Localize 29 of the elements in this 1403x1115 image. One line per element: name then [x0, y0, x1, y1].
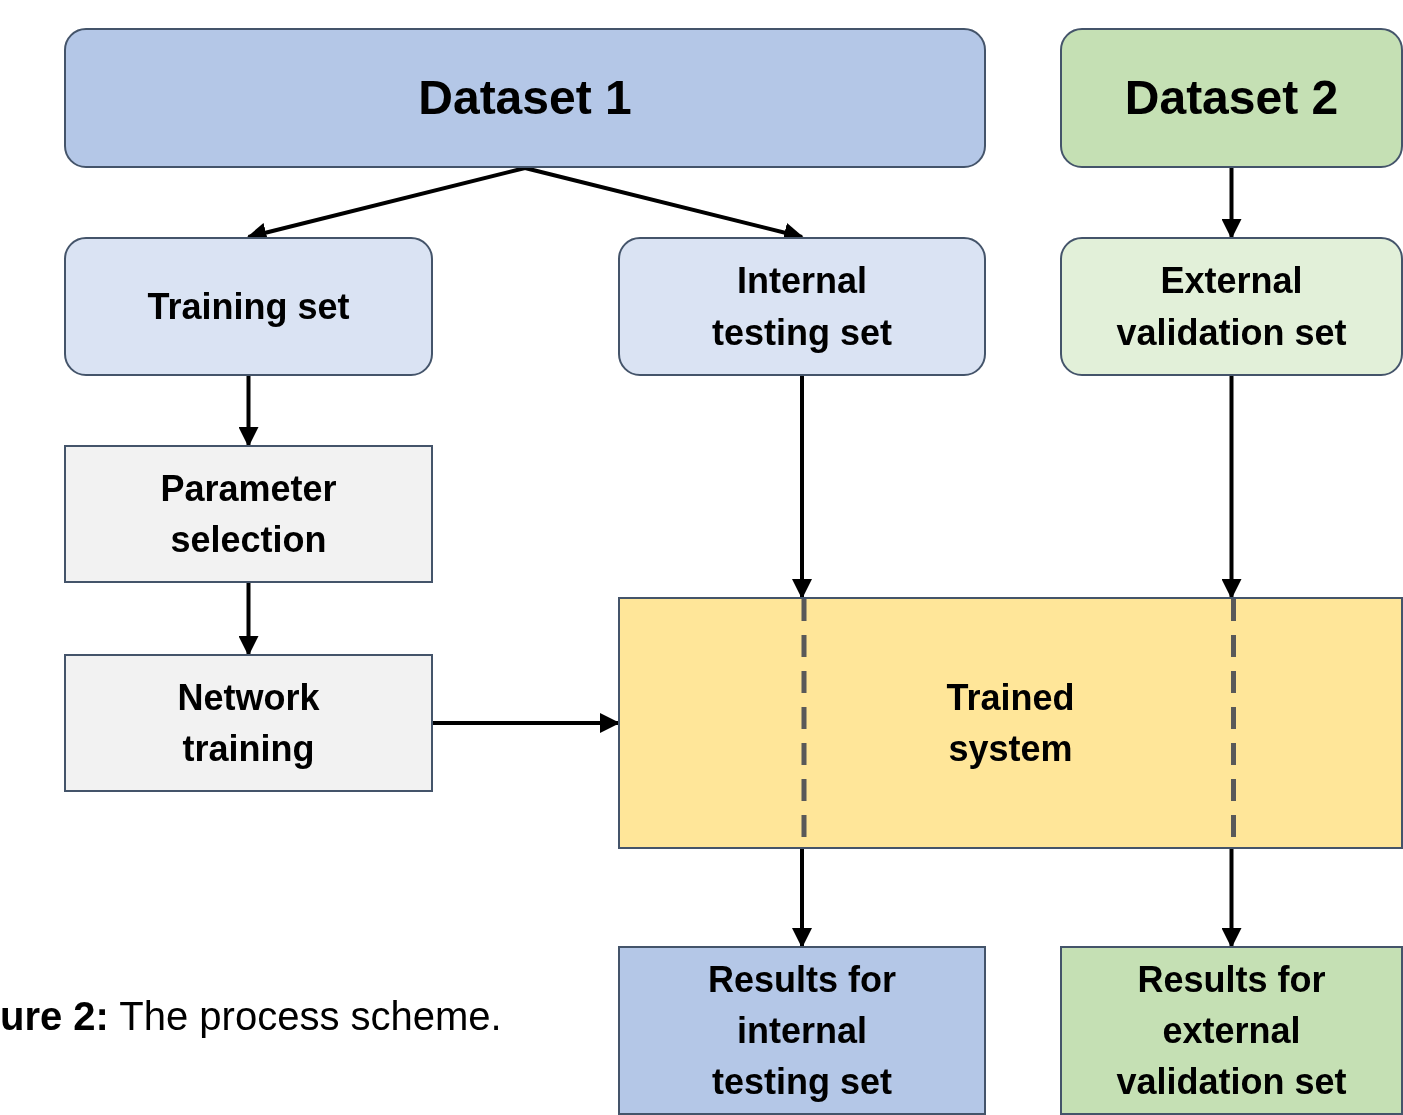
arrow — [433, 713, 620, 733]
box-label: Internal testing set — [710, 259, 893, 355]
process-box — [618, 597, 1403, 849]
box-label: Results for external validation set — [1115, 958, 1348, 1105]
box-label: Training set — [147, 284, 350, 329]
process-box — [1060, 237, 1403, 376]
process-box — [618, 237, 986, 376]
box-label: Network training — [176, 675, 321, 771]
process-box — [1060, 946, 1403, 1115]
box-label: Results for internal testing set — [706, 958, 897, 1105]
process-box — [64, 445, 433, 583]
process-box — [64, 654, 433, 792]
box-label: Trained system — [945, 675, 1076, 771]
process-box — [64, 28, 986, 168]
box-label: Parameter selection — [159, 466, 338, 562]
arrow — [238, 376, 259, 447]
arrow — [792, 376, 812, 599]
arrow — [792, 849, 812, 948]
arrow — [1221, 168, 1242, 239]
arrow — [1221, 376, 1242, 599]
process-box — [1060, 28, 1403, 168]
arrow — [1221, 849, 1242, 948]
arrow — [238, 583, 259, 656]
process-box — [64, 237, 433, 376]
box-label: Dataset 2 — [1124, 69, 1339, 126]
figure-caption: ure 2: The process scheme. — [0, 994, 502, 1039]
process-box — [618, 946, 986, 1115]
box-label: External validation set — [1115, 259, 1348, 355]
box-label: Dataset 1 — [418, 69, 632, 126]
